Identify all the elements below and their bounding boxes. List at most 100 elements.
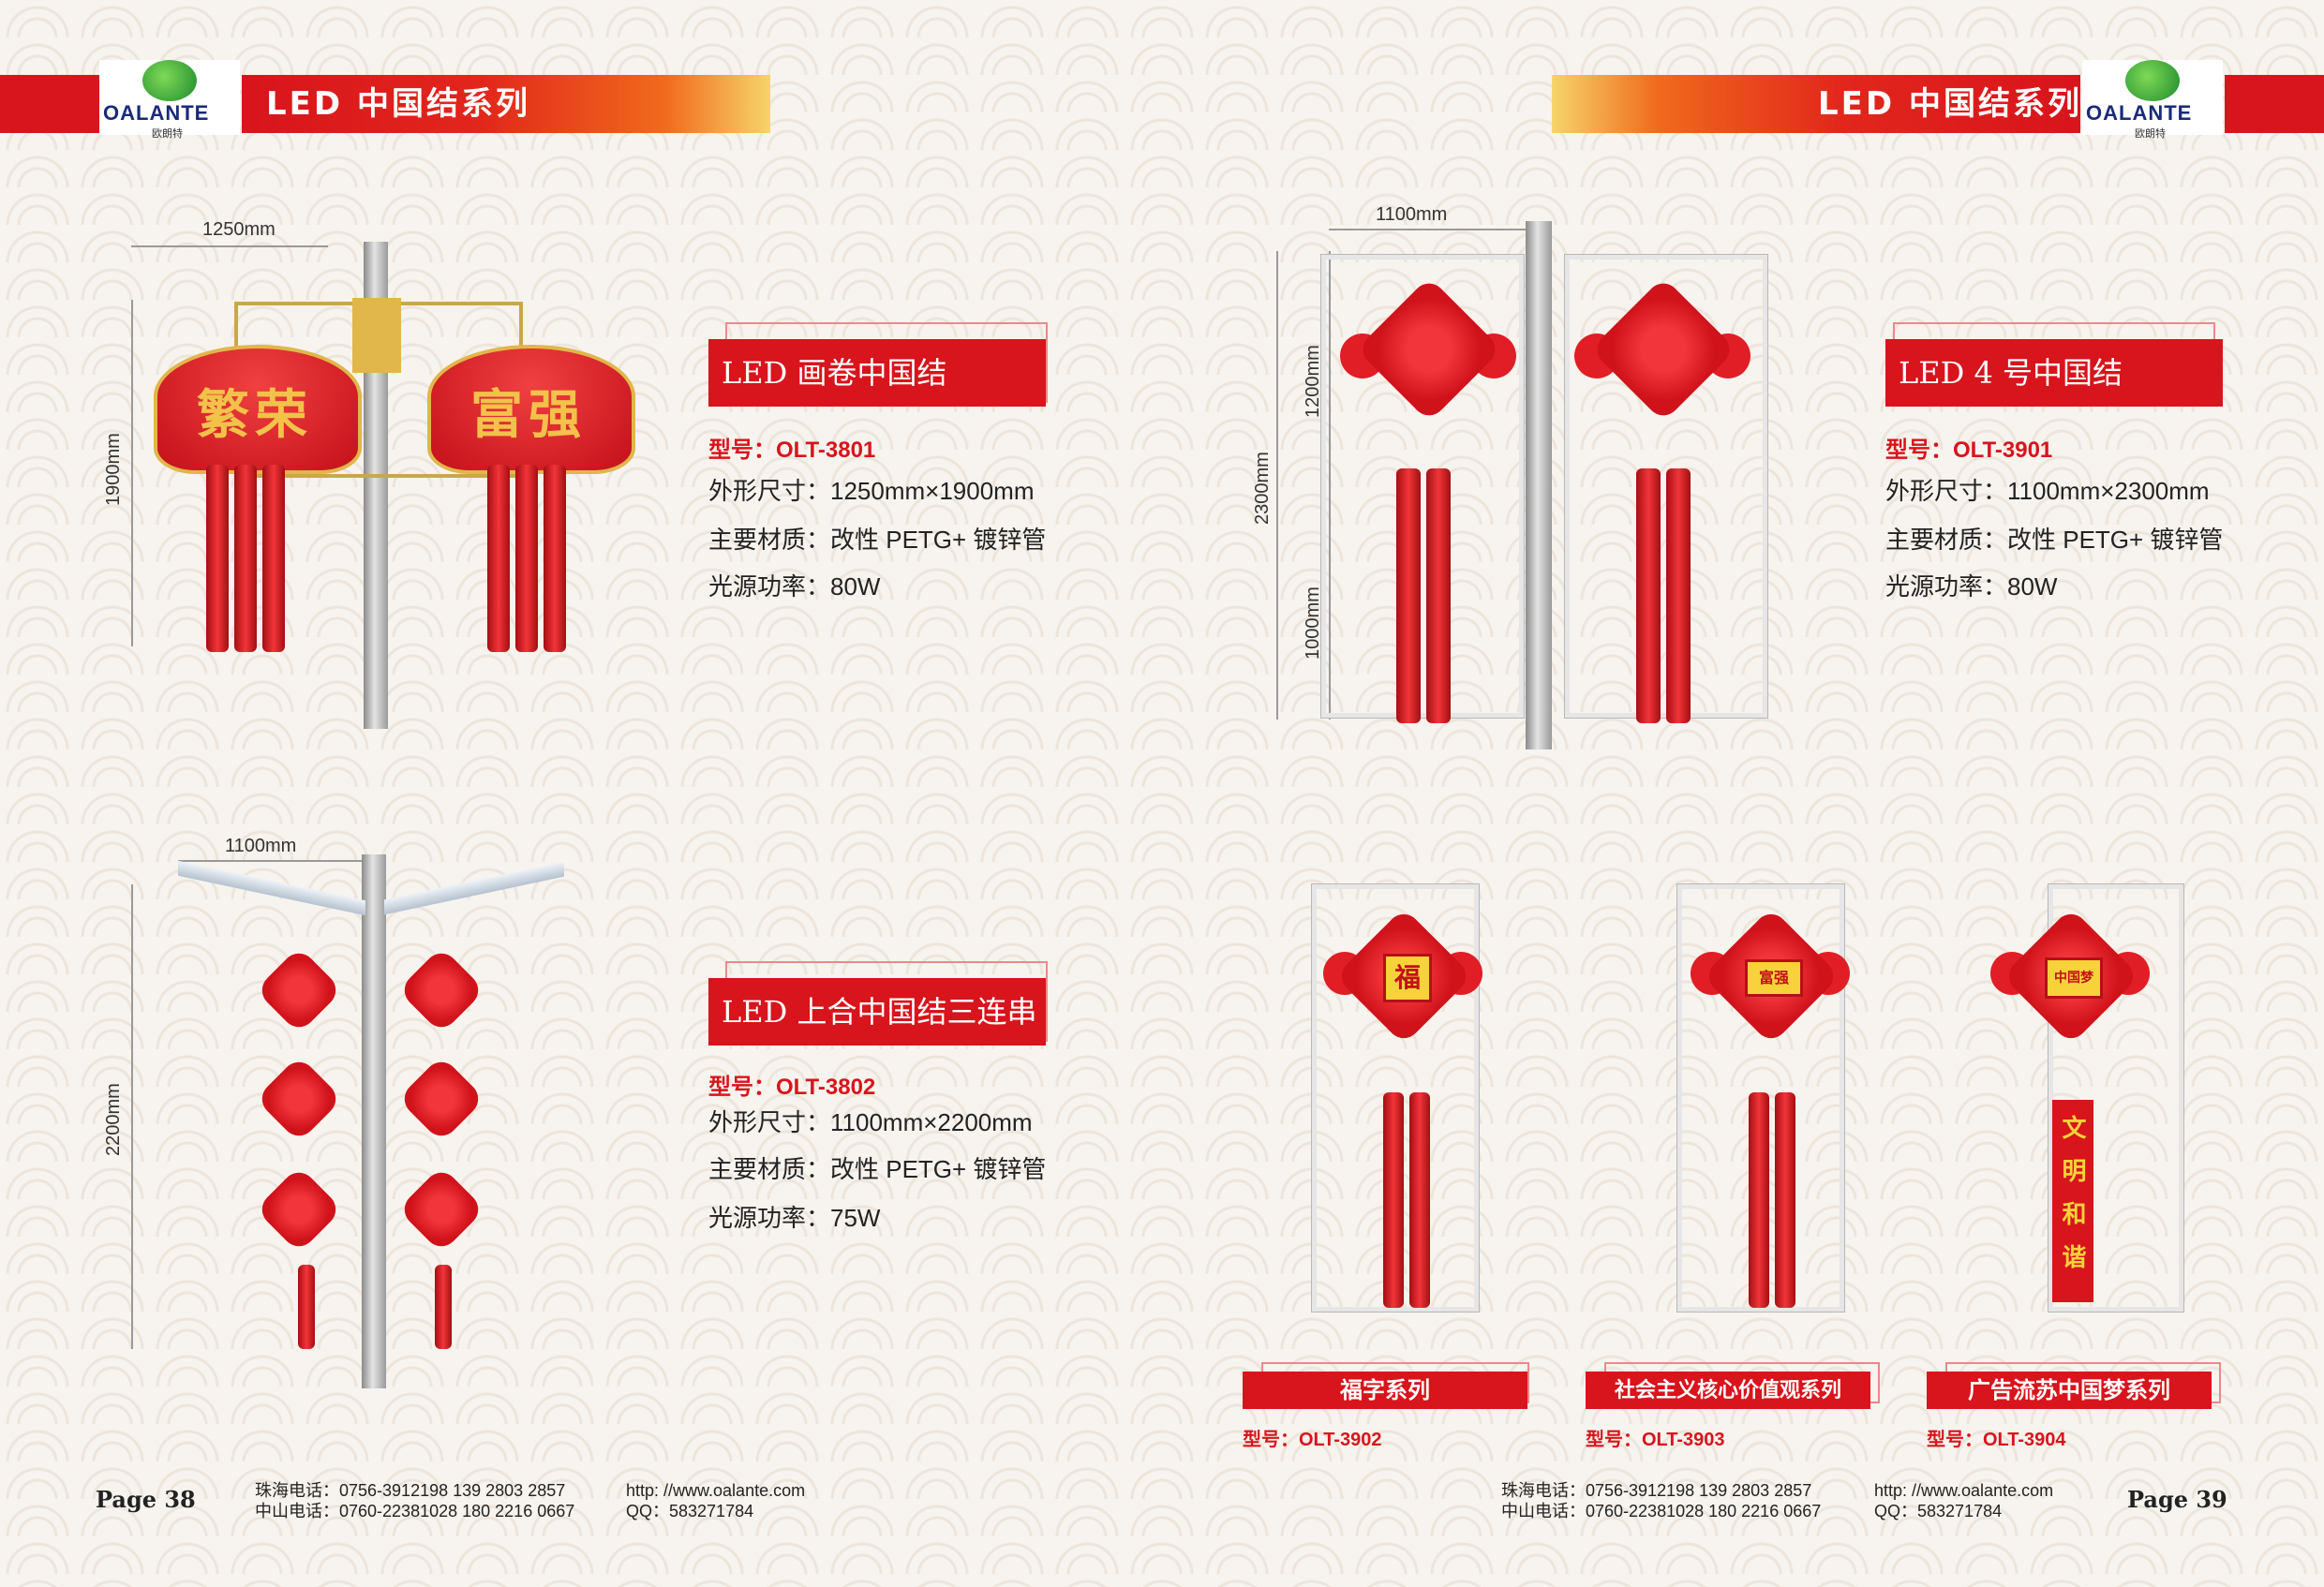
lamp-pole xyxy=(362,854,386,1388)
knot-character: 富强 xyxy=(1758,969,1789,986)
model-number: OLT-3802 xyxy=(776,1075,876,1100)
vertical-banner: 文明和谐 xyxy=(2052,1100,2093,1302)
header-left-red-bar xyxy=(0,75,103,133)
dim-width-label: 1250mm xyxy=(202,219,276,240)
knot-character: 福 xyxy=(1393,962,1421,993)
contact-web-right: http: //www.oalante.com QQ：583271784 xyxy=(1874,1480,2053,1521)
logo-left: OALANTE 欧朗特 xyxy=(99,60,240,140)
knot xyxy=(397,1165,485,1253)
tassel xyxy=(515,465,538,652)
tassel xyxy=(435,1265,452,1349)
spec-material: 主要材质：改性 PETG+ 镀锌管 xyxy=(708,1155,1047,1183)
dim-height-label: 2300mm xyxy=(1252,452,1273,525)
knot-center: 中国梦 xyxy=(2045,957,2103,999)
header-right-title: LED 中国结系列 xyxy=(1818,85,2082,123)
dim-width-line xyxy=(131,245,328,247)
knot xyxy=(255,946,343,1034)
model-label: 型号：OLT-3901 xyxy=(1885,438,2053,463)
dim-height-label: 1900mm xyxy=(103,433,124,506)
knot-center: 富强 xyxy=(1745,959,1803,997)
tassel xyxy=(1775,1092,1795,1308)
phone-zhongshan: 中山电话：0760-22381028 180 2216 0667 xyxy=(255,1502,575,1520)
pole-clamp xyxy=(352,298,401,373)
product-title: LED 画卷中国结 xyxy=(708,339,1046,407)
header-right-red-bar xyxy=(2225,75,2324,133)
contact-web-left: http: //www.oalante.com QQ：583271784 xyxy=(626,1480,805,1521)
lamp-pole xyxy=(1526,221,1552,749)
website-link[interactable]: http: //www.oalante.com xyxy=(626,1481,806,1500)
phone-zhuhai: 珠海电话：0756-3912198 139 2803 2857 xyxy=(255,1481,566,1500)
header-left-gradient xyxy=(242,75,770,133)
product-title: LED 4 号中国结 xyxy=(1885,339,2223,407)
knot-character: 中国梦 xyxy=(2054,971,2093,986)
logo-text: OALANTE xyxy=(2086,101,2193,125)
knot-center: 福 xyxy=(1383,954,1432,1002)
phone-zhongshan: 中山电话：0760-22381028 180 2216 0667 xyxy=(1501,1502,1822,1520)
lamp-arm-left xyxy=(178,860,365,916)
model-number: OLT-3801 xyxy=(776,438,876,463)
knot xyxy=(397,946,485,1034)
dim-height-line xyxy=(131,884,133,1349)
series-model: 型号：OLT-3904 xyxy=(1927,1430,2066,1450)
website-link[interactable]: http: //www.oalante.com xyxy=(1874,1481,2054,1500)
spec-size: 外形尺寸：1100mm×2300mm xyxy=(1885,477,2210,505)
dim-width-label: 1100mm xyxy=(225,836,297,856)
tassel xyxy=(1636,468,1661,723)
spec-power: 光源功率：80W xyxy=(1885,572,2058,601)
tassel xyxy=(1666,468,1691,723)
series-model: 型号：OLT-3903 xyxy=(1586,1430,1725,1450)
dim-height-line xyxy=(1276,251,1278,719)
model-label: 型号：OLT-3802 xyxy=(708,1075,876,1100)
tassel xyxy=(544,465,566,652)
fan-right xyxy=(427,345,635,474)
logo-sub: 欧朗特 xyxy=(152,128,183,140)
dim-width-line xyxy=(1329,229,1529,230)
spec-size: 外形尺寸：1250mm×1900mm xyxy=(708,477,1035,505)
tassel xyxy=(298,1265,315,1349)
tassel xyxy=(1749,1092,1769,1308)
fan-right-text: 富强 xyxy=(470,384,587,446)
tassel xyxy=(206,465,229,652)
contact-phones-left: 珠海电话：0756-3912198 139 2803 2857 中山电话：076… xyxy=(255,1480,574,1521)
lamp-arm-right xyxy=(384,861,564,915)
dim-width-line xyxy=(178,860,375,862)
spec-power: 光源功率：80W xyxy=(708,572,881,601)
phone-zhuhai: 珠海电话：0756-3912198 139 2803 2857 xyxy=(1501,1481,1812,1500)
logo-globe-icon xyxy=(142,60,197,101)
contact-phones-right: 珠海电话：0756-3912198 139 2803 2857 中山电话：076… xyxy=(1501,1480,1821,1521)
white-frame xyxy=(1677,884,1844,1312)
logo-globe-icon xyxy=(2125,60,2180,101)
model-label: 型号：OLT-3801 xyxy=(708,438,876,463)
page-number-right: Page 39 xyxy=(2127,1486,2227,1513)
white-frame xyxy=(1321,255,1524,718)
page-number-left: Page 38 xyxy=(96,1486,196,1513)
dim-width-label: 1100mm xyxy=(1376,204,1448,225)
tassel xyxy=(234,465,257,652)
knot xyxy=(397,1055,485,1143)
logo-sub: 欧朗特 xyxy=(2135,128,2166,140)
spec-power: 光源功率：75W xyxy=(708,1204,881,1232)
spec-material: 主要材质：改性 PETG+ 镀锌管 xyxy=(1885,526,2224,554)
knot xyxy=(255,1165,343,1253)
dim-height-line xyxy=(131,300,133,646)
logo-text: OALANTE xyxy=(103,101,210,125)
header-left-title: LED 中国结系列 xyxy=(266,85,530,123)
fan-left-text: 繁荣 xyxy=(197,384,313,446)
series-model: 型号：OLT-3902 xyxy=(1243,1430,1382,1450)
spec-material: 主要材质：改性 PETG+ 镀锌管 xyxy=(708,526,1047,554)
fan-left xyxy=(154,345,362,474)
tassel xyxy=(1409,1092,1430,1308)
tassel xyxy=(262,465,285,652)
dim-height-label: 2200mm xyxy=(103,1083,124,1156)
series-title: 福字系列 xyxy=(1243,1372,1527,1409)
dim-height-line-2 xyxy=(1329,251,1331,719)
white-frame xyxy=(2048,884,2183,1312)
product-title: LED 上合中国结三连串 xyxy=(708,978,1046,1046)
knot xyxy=(255,1055,343,1143)
tassel xyxy=(487,465,510,652)
header-right-gradient xyxy=(1552,75,2080,133)
model-number: OLT-3901 xyxy=(1953,438,2053,463)
series-title: 广告流苏中国梦系列 xyxy=(1927,1372,2212,1409)
spec-size: 外形尺寸：1100mm×2200mm xyxy=(708,1108,1033,1136)
series-title: 社会主义核心价值观系列 xyxy=(1586,1372,1870,1409)
